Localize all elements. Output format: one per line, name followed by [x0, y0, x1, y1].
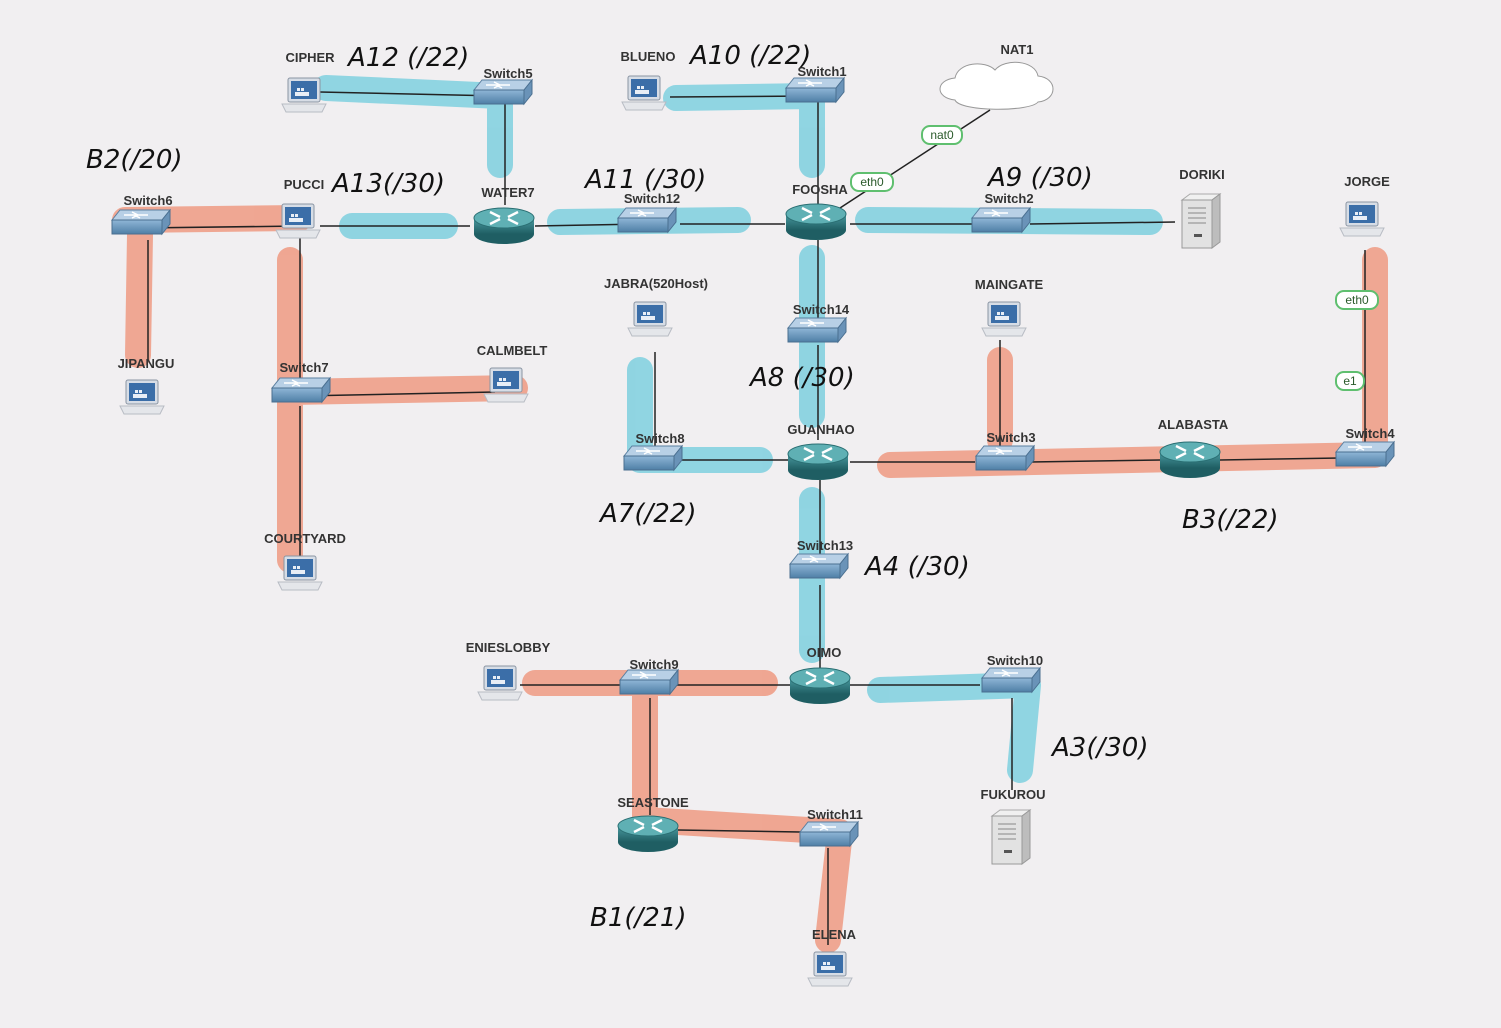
a8-annotation: A8 (/30): [748, 363, 855, 393]
alabasta-label: ALABASTA: [1158, 417, 1229, 432]
pucci-label: PUCCI: [284, 177, 324, 192]
foosha-label: FOOSHA: [792, 182, 848, 197]
fukurou-label: FUKUROU: [981, 787, 1046, 802]
courtyard-label: COURTYARD: [264, 531, 346, 546]
b3-highlight: [877, 247, 1388, 478]
nat1-label: NAT1: [1001, 42, 1034, 57]
switch12[interactable]: [617, 207, 677, 233]
switch10[interactable]: [981, 667, 1041, 693]
seastone-label: SEASTONE: [617, 795, 689, 810]
cipher-label: CIPHER: [285, 50, 335, 65]
maingate-host[interactable]: [981, 301, 1027, 337]
water7-router[interactable]: [472, 206, 536, 246]
a10-highlight: [663, 83, 825, 178]
switch6-label: Switch6: [123, 193, 172, 208]
node-labels: CIPHER Switch5 BLUENO Switch1 NAT1 Switc…: [118, 42, 1396, 942]
a7-annotation: A7(/22): [598, 499, 696, 529]
doriki-server[interactable]: [1181, 193, 1221, 249]
foosha-eth0-label: eth0: [860, 175, 884, 189]
maingate-label: MAINGATE: [975, 277, 1044, 292]
foosha-router[interactable]: [784, 202, 848, 242]
cipher-host[interactable]: [281, 77, 327, 113]
jorge-label: JORGE: [1344, 174, 1390, 189]
switch7-label: Switch7: [279, 360, 328, 375]
switch1-label: Switch1: [797, 64, 846, 79]
nat0-label: nat0: [930, 128, 954, 142]
pucci-host[interactable]: [275, 203, 321, 239]
oimo-label: OIMO: [807, 645, 842, 660]
b1-annotation: B1(/21): [590, 903, 687, 933]
oimo-router[interactable]: [788, 666, 852, 706]
b2-annotation: B2(/20): [86, 145, 183, 175]
blueno-label: BLUENO: [621, 49, 676, 64]
jabra-host[interactable]: [627, 301, 673, 337]
elena-label: ELENA: [812, 927, 857, 942]
a9-annotation: A9 (/30): [986, 163, 1093, 193]
fukurou-server[interactable]: [991, 809, 1031, 865]
switch13[interactable]: [789, 553, 849, 579]
alabasta-router[interactable]: [1158, 440, 1222, 480]
calmbelt-label: CALMBELT: [477, 343, 548, 358]
doriki-label: DORIKI: [1179, 167, 1225, 182]
switch11[interactable]: [799, 821, 859, 847]
switch4-label: Switch4: [1345, 426, 1395, 441]
a3-highlight: [867, 672, 1041, 783]
calmbelt-host[interactable]: [483, 367, 529, 403]
switch9[interactable]: [619, 669, 679, 695]
jorge-eth0-label: eth0: [1345, 293, 1369, 307]
alabasta-e1-label: e1: [1343, 374, 1357, 388]
switch8-label: Switch8: [635, 431, 684, 446]
b1-highlight: [522, 670, 853, 953]
b2-highlight: [112, 205, 528, 573]
elena-host[interactable]: [807, 951, 853, 987]
b3-annotation: B3(/22): [1182, 505, 1279, 535]
switch12-label: Switch12: [624, 191, 680, 206]
a13-annotation: A13(/30): [330, 169, 445, 199]
interface-labels: nat0 eth0 eth0 e1: [850, 125, 1379, 391]
switch11-label: Switch11: [807, 807, 863, 822]
switch14[interactable]: [787, 317, 847, 343]
water7-label: WATER7: [481, 185, 534, 200]
seastone-router[interactable]: [616, 814, 680, 854]
a3-annotation: A3(/30): [1050, 733, 1148, 763]
subnet-annotations: A12 (/22) A10 (/22) B2(/20) A13(/30) A11…: [86, 41, 1279, 933]
a11-annotation: A11 (/30): [583, 165, 706, 195]
enieslobby-label: ENIESLOBBY: [466, 640, 551, 655]
switch3[interactable]: [975, 445, 1035, 471]
switch4[interactable]: [1335, 441, 1395, 467]
switch10-label: Switch10: [987, 653, 1043, 668]
switch5-label: Switch5: [483, 66, 532, 81]
courtyard-host[interactable]: [277, 555, 323, 591]
a10-annotation: A10 (/22): [688, 41, 811, 71]
nat1-cloud[interactable]: [939, 61, 1054, 110]
guanhao-label: GUANHAO: [787, 422, 854, 437]
switch6[interactable]: [111, 209, 171, 235]
enieslobby-host[interactable]: [477, 665, 523, 701]
switch2-label: Switch2: [984, 191, 1033, 206]
a4-annotation: A4 (/30): [863, 552, 970, 582]
jipangu-label: JIPANGU: [118, 356, 175, 371]
switch5[interactable]: [473, 79, 533, 105]
switch8[interactable]: [623, 445, 683, 471]
a12-annotation: A12 (/22): [346, 43, 469, 73]
guanhao-router[interactable]: [786, 442, 850, 482]
jabra-label: JABRA(520Host): [604, 276, 708, 291]
switch13-label: Switch13: [797, 538, 853, 553]
switch7[interactable]: [271, 377, 331, 403]
switch2[interactable]: [971, 207, 1031, 233]
jipangu-host[interactable]: [119, 379, 165, 415]
blueno-host[interactable]: [621, 75, 667, 111]
switch3-label: Switch3: [986, 430, 1035, 445]
switch14-label: Switch14: [793, 302, 850, 317]
switch9-label: Switch9: [629, 657, 678, 672]
switch1[interactable]: [785, 77, 845, 103]
jorge-host[interactable]: [1339, 201, 1385, 237]
